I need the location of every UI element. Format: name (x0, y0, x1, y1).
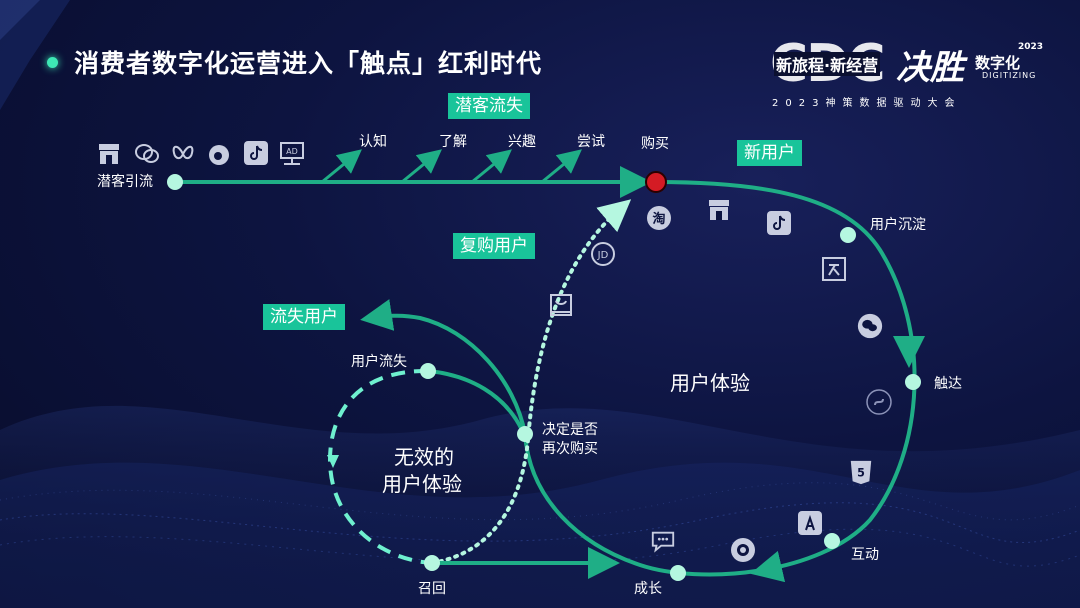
funnel-label-try: 尝试 (577, 134, 605, 150)
tag-new-user: 新用户 (737, 140, 802, 166)
label-interact: 互动 (851, 547, 879, 563)
funnel-arrow-4 (541, 149, 582, 184)
funnel-arrow-1 (321, 149, 362, 184)
bag-icon (550, 294, 572, 316)
logo-script: 决胜 (896, 48, 964, 88)
logo-tagline: 2023神策数据驱动大会 (772, 98, 962, 109)
node-lead (167, 174, 183, 190)
node-decide (517, 426, 533, 442)
label-grow: 成长 (634, 581, 662, 597)
butterfly-icon (172, 145, 194, 160)
store-icon (709, 200, 729, 220)
label-settle: 用户沉淀 (870, 217, 926, 233)
funnel-arrow-2 (401, 149, 442, 184)
label-user-experience: 用户体验 (670, 371, 750, 395)
jd-icon: JD (591, 242, 615, 266)
label-decide-line1: 决定是否 (542, 422, 598, 438)
ad-icon: AD (280, 142, 304, 165)
label-lead: 潜客引流 (97, 174, 153, 190)
node-purchase (645, 171, 667, 193)
label-churn: 用户流失 (351, 354, 407, 370)
label-purchase: 购买 (641, 136, 669, 152)
miniapp-icon (822, 257, 846, 281)
label-decide-line2: 再次购买 (542, 441, 598, 457)
link-icon (866, 389, 892, 415)
node-grow (670, 565, 686, 581)
taobao-icon: 淘 (647, 206, 671, 230)
appstore-icon (798, 511, 822, 535)
chat-icon (651, 531, 675, 553)
node-recall (424, 555, 440, 571)
svg-text:AD: AD (286, 147, 298, 156)
svg-text:5: 5 (857, 467, 865, 480)
funnel-label-interest: 兴趣 (508, 134, 536, 150)
label-recall: 召回 (418, 581, 446, 597)
label-invalid-line1: 无效的 (394, 445, 454, 469)
lost-user-line (360, 299, 527, 435)
wechat-icon (857, 313, 883, 339)
node-churn (420, 363, 436, 379)
logo-subtitle: 新旅程·新经营 (774, 52, 881, 76)
funnel-arrow-3 (471, 149, 512, 184)
tag-repurchase-user: 复购用户 (453, 233, 535, 259)
logo-digitizing: DIGITIZING (982, 71, 1037, 80)
logo-year: 2023 (1018, 42, 1044, 52)
tag-potential-loss: 潜客流失 (448, 93, 530, 119)
store-icon (99, 144, 119, 164)
tag-lost-user: 流失用户 (263, 304, 345, 330)
node-settle (840, 227, 856, 243)
node-reach (905, 374, 921, 390)
funnel-label-understand: 了解 (439, 134, 467, 150)
node-interact (824, 533, 840, 549)
camera-icon (731, 538, 755, 562)
funnel-label-awareness: 认知 (359, 134, 387, 150)
wechat-icon (135, 144, 159, 163)
label-reach: 触达 (934, 376, 962, 392)
tiktok-icon (244, 141, 268, 165)
event-logo: CDC 新旅程·新经营 决胜 2023 数字化 DIGITIZING 2023神… (770, 38, 1044, 110)
experience-loop (523, 180, 917, 577)
title-bullet (47, 57, 58, 68)
logo-digital: 数字化 (975, 54, 1021, 72)
label-invalid-line2: 用户体验 (382, 472, 462, 496)
page-title: 消费者数字化运营进入「触点」红利时代 (74, 49, 543, 78)
tiktok-icon (767, 211, 791, 235)
svg-text:JD: JD (597, 250, 609, 261)
weibo-icon (209, 145, 229, 165)
html5-icon: 5 (850, 460, 872, 485)
svg-text:淘: 淘 (652, 211, 665, 227)
